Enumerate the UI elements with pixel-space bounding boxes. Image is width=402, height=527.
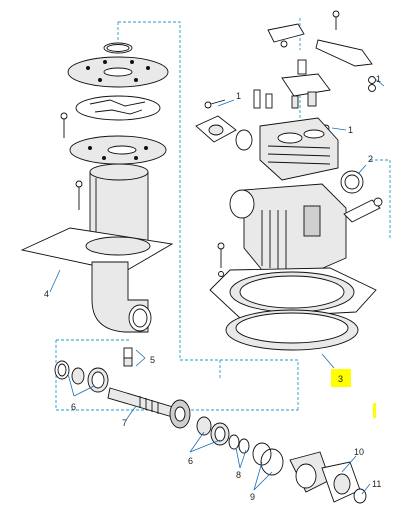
linkage-arm [267, 10, 376, 92]
stem-column [89, 163, 149, 243]
bearing-right [196, 416, 230, 446]
seal-ring-3 [225, 309, 359, 351]
main-housing [229, 183, 347, 279]
label-part-4[interactable]: 4 [44, 289, 49, 299]
bearing-left [71, 367, 109, 393]
label-part-1c[interactable]: 1 [348, 125, 353, 135]
valve-fitting [343, 197, 383, 223]
label-part-5[interactable]: 5 [150, 355, 155, 365]
top-plate [67, 56, 169, 88]
label-part-7[interactable]: 7 [122, 418, 127, 428]
label-part-2[interactable]: 2 [368, 154, 373, 164]
washers-8 [228, 434, 250, 454]
label-part-3[interactable]: 3 [338, 374, 343, 384]
drive-shaft [107, 387, 177, 419]
plug-bolt [123, 347, 133, 367]
leader-lines [49, 77, 385, 495]
flange-gasket [209, 267, 377, 319]
o-ring-top [103, 42, 133, 54]
top-bracket [281, 59, 331, 109]
seal-ring-left [54, 360, 70, 380]
o-rings-9 [252, 442, 284, 476]
elbow-housing [91, 261, 152, 333]
cylinder-head [259, 117, 339, 181]
highlight-box-3 [331, 369, 351, 387]
label-part-11[interactable]: 11 [372, 479, 381, 489]
base-plate [20, 227, 174, 273]
housing-bolt [217, 242, 225, 277]
bolts-left [60, 112, 83, 210]
end-cap [289, 451, 331, 493]
lower-plate [69, 135, 167, 165]
bevel-gear [169, 399, 191, 429]
flange-block [195, 115, 253, 151]
label-part-1b[interactable]: 1 [376, 74, 381, 84]
highlight-marker [373, 403, 376, 418]
label-part-9[interactable]: 9 [250, 492, 255, 502]
label-part-6b[interactable]: 6 [188, 456, 193, 466]
label-part-6a[interactable]: 6 [71, 402, 76, 412]
label-part-10[interactable]: 10 [354, 447, 364, 457]
seal-ring-2 [340, 170, 364, 194]
gasket-plate [75, 95, 161, 121]
cover-flange [321, 461, 361, 503]
label-part-1a[interactable]: 1 [236, 91, 241, 101]
label-part-8[interactable]: 8 [236, 470, 241, 480]
